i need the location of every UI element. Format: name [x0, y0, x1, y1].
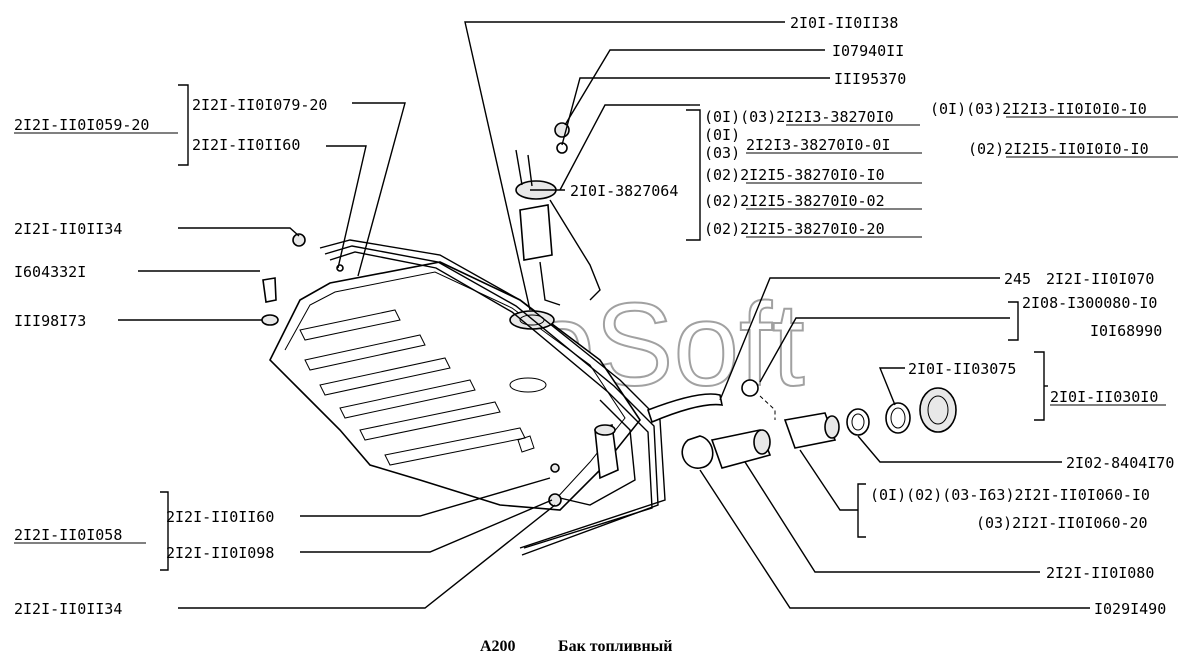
caption-title: Бак топливный: [558, 638, 672, 655]
label-245: 245: [1004, 270, 1031, 288]
label-pump-01: (0I): [704, 126, 740, 144]
label-pump-21213-01: 2I2I3-38270I0-0I: [746, 136, 891, 154]
filler-components: [646, 379, 957, 469]
label-1101060-20: (03)2I2I-II0I060-20: [976, 514, 1148, 532]
figure-caption: A200 Бак топливный: [480, 638, 672, 655]
label-tank-02: (02)2I2I5-II0I0I0-I0: [968, 140, 1149, 158]
gasket: [885, 402, 911, 434]
part-labels: 2I0I-II0II38 I07940II III95370 (0I)(03)2…: [14, 14, 1174, 618]
label-2101-1103075: 2I0I-II03075: [908, 360, 1016, 378]
leader-lines: [118, 21, 1090, 609]
label-2121-1101098: 2I2I-II0I098: [166, 544, 274, 562]
label-10168990: I0I68990: [1090, 322, 1162, 340]
label-2121-1101059-20: 2I2I-II0I059-20: [14, 116, 149, 134]
label-11195370: III95370: [834, 70, 906, 88]
label-1101060-10: (0I)(02)(03-I63)2I2I-II0I060-I0: [870, 486, 1150, 504]
fuel-pump-module: [515, 122, 601, 306]
label-2102-8404170: 2I02-8404I70: [1066, 454, 1174, 472]
label-2121-1101058: 2I2I-II0I058: [14, 526, 122, 544]
label-2121-1101134-bot: 2I2I-II0II34: [14, 600, 122, 618]
label-2101-1101138: 2I0I-II0II38: [790, 14, 898, 32]
drain-seat: [509, 377, 547, 393]
label-underlines: [14, 116, 1178, 544]
label-pump-02-20: (02)2I2I5-38270I0-20: [704, 220, 885, 238]
label-pump-01-03: (0I)(03)2I2I3-38270I0: [704, 108, 894, 126]
label-1198173: III98I73: [14, 312, 86, 330]
caption-code: A200: [480, 638, 516, 655]
filler-cap: [919, 387, 957, 433]
label-1604332: I604332I: [14, 263, 86, 281]
label-pump-02-02: (02)2I2I5-38270I0-02: [704, 192, 885, 210]
label-1029149: I029I490: [1094, 600, 1166, 618]
label-2121-1101079-20: 2I2I-II0I079-20: [192, 96, 327, 114]
label-2108-1300080-10: 2I08-I300080-I0: [1022, 294, 1157, 312]
label-2101-3827064: 2I0I-3827064: [570, 182, 678, 200]
label-2101-1103010: 2I0I-II030I0: [1050, 388, 1158, 406]
label-1079401: I07940II: [832, 42, 904, 60]
fuel-tank: [269, 239, 666, 556]
label-pump-02-10: (02)2I2I5-38270I0-I0: [704, 166, 885, 184]
pump-seat: [509, 310, 555, 330]
fuel-lines: [319, 239, 666, 556]
label-2121-1101080: 2I2I-II0I080: [1046, 564, 1154, 582]
seal-ring: [846, 408, 870, 436]
label-2121-1101134-top: 2I2I-II0II34: [14, 220, 122, 238]
clip-fitting: [550, 463, 560, 473]
label-2121-1101160-bot: 2I2I-II0II60: [166, 508, 274, 526]
label-tank-01-03: (0I)(03)2I2I3-II0I0I0-I0: [930, 100, 1147, 118]
label-pump-03: (03): [704, 144, 740, 162]
label-2121-1101160-top: 2I2I-II0II60: [192, 136, 300, 154]
label-2121-1101070: 2I2I-II0I070: [1046, 270, 1154, 288]
